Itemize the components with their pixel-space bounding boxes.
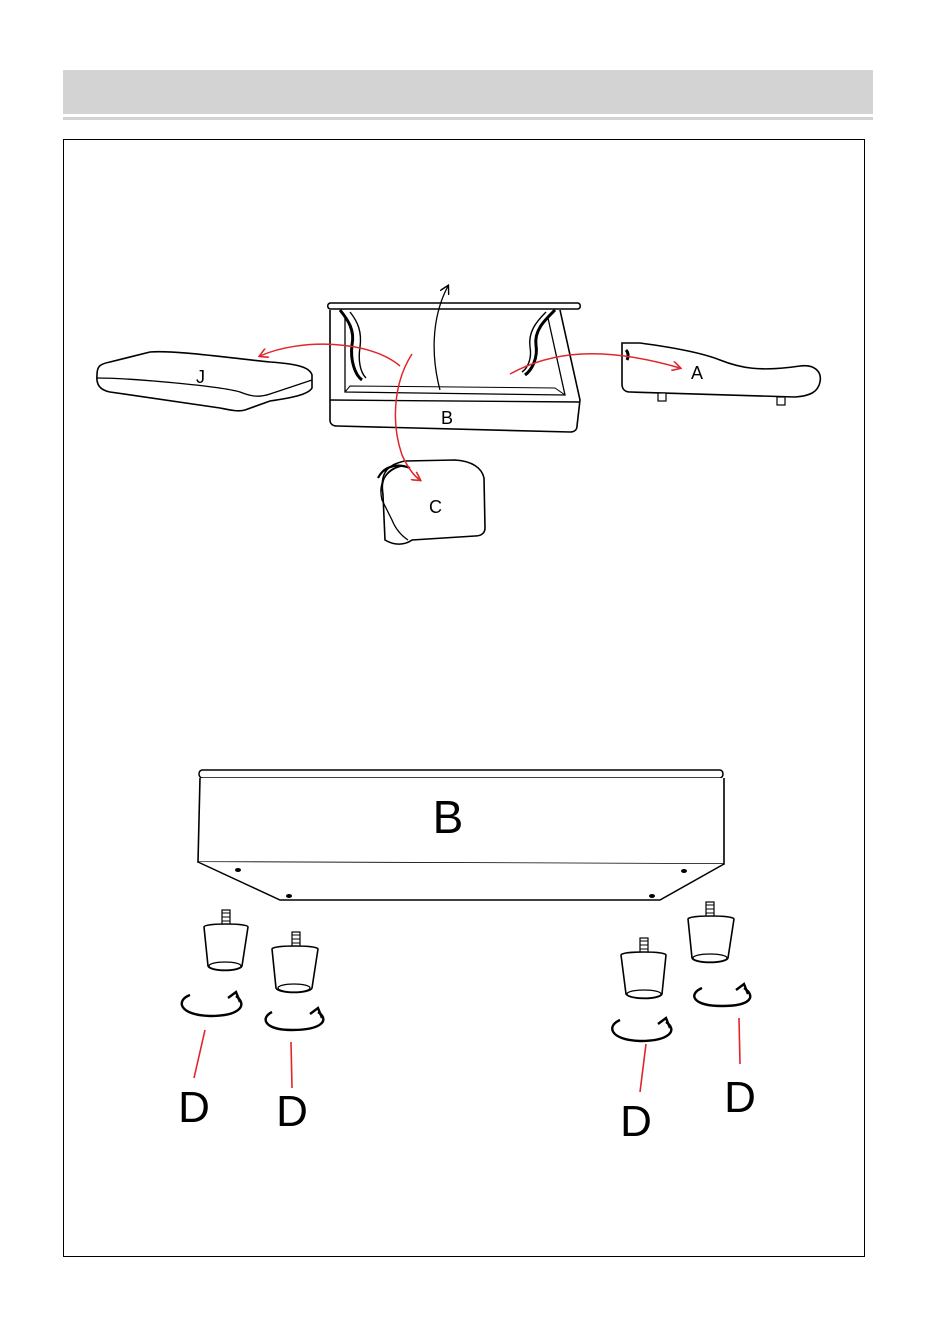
rotate-icon <box>694 988 750 1006</box>
leg-4: D <box>688 902 756 1122</box>
seat-cushion-j: J <box>97 352 312 411</box>
arm-rest-a: A <box>622 343 820 405</box>
arrow-open-lid <box>434 286 448 390</box>
label-d-1: D <box>178 1083 210 1132</box>
storage-base-b: B <box>328 303 581 432</box>
rotate-icon <box>266 1012 324 1030</box>
label-a: A <box>691 363 703 383</box>
leg-1: D <box>178 910 248 1132</box>
label-c: C <box>429 497 442 517</box>
label-b-bottom: B <box>433 791 464 843</box>
back-rest-c: C <box>378 460 485 544</box>
base-b-bottom: B <box>198 770 724 900</box>
label-j: J <box>196 367 205 387</box>
rotate-icon <box>182 995 242 1016</box>
label-d-2: D <box>276 1087 308 1136</box>
leg-3: D <box>612 938 671 1146</box>
label-b-top: B <box>441 408 453 428</box>
label-d-3: D <box>620 1097 652 1146</box>
leg-2: D <box>266 932 324 1136</box>
rotate-icon <box>612 1020 671 1041</box>
label-d-4: D <box>724 1073 756 1122</box>
